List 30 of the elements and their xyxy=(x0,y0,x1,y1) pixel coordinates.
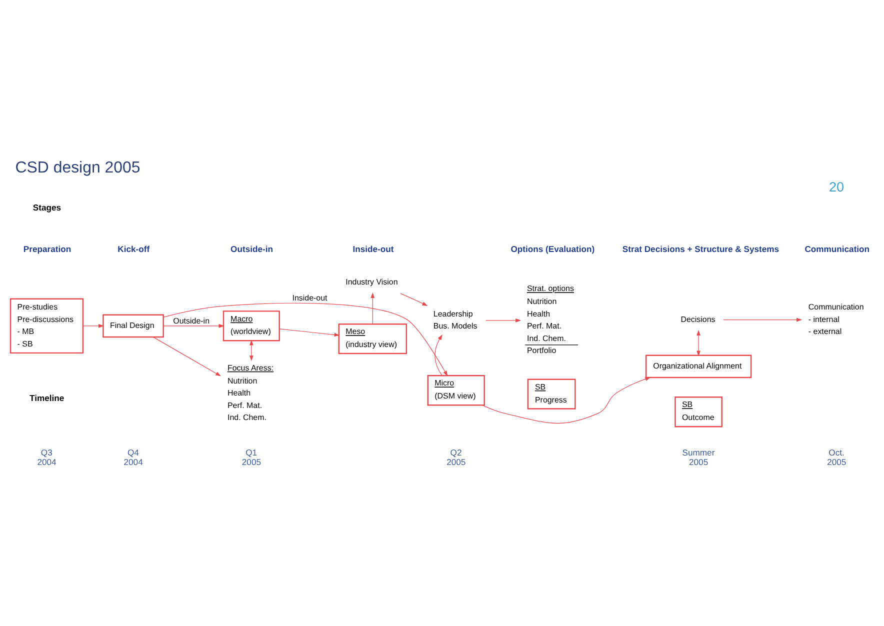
label: 20 xyxy=(828,179,844,194)
arrow xyxy=(696,329,700,356)
label: Options (Evaluation) xyxy=(510,244,595,254)
label: Q4 2004 xyxy=(124,447,143,466)
label: Q2 2005 xyxy=(446,447,466,466)
arrow xyxy=(370,292,375,324)
arrow xyxy=(400,292,428,306)
arrow xyxy=(482,376,651,424)
arrow xyxy=(434,334,442,376)
label: Inside-out xyxy=(352,244,394,254)
label: Timeline xyxy=(30,392,64,403)
arrow xyxy=(163,302,448,376)
arrow xyxy=(485,318,522,322)
arrow xyxy=(250,339,254,361)
label: Preparation xyxy=(23,244,72,254)
label: Communication xyxy=(804,244,870,254)
label: Q3 2004 xyxy=(37,447,56,466)
label: Kick-off xyxy=(118,244,150,254)
label: Oct. 2005 xyxy=(827,447,846,466)
diagram-title: CSD design 2005 xyxy=(15,159,140,176)
label: Q1 2005 xyxy=(242,447,262,466)
label: Summer 2005 xyxy=(682,447,715,466)
arrow xyxy=(163,324,224,328)
label: Strat Decisions + Structure & Systems xyxy=(622,244,780,254)
arrow xyxy=(723,317,802,322)
arrow xyxy=(152,336,222,376)
label: Stages xyxy=(32,202,62,212)
label: Outside-in xyxy=(230,244,273,254)
arrow xyxy=(279,328,340,336)
arrow xyxy=(82,324,104,328)
